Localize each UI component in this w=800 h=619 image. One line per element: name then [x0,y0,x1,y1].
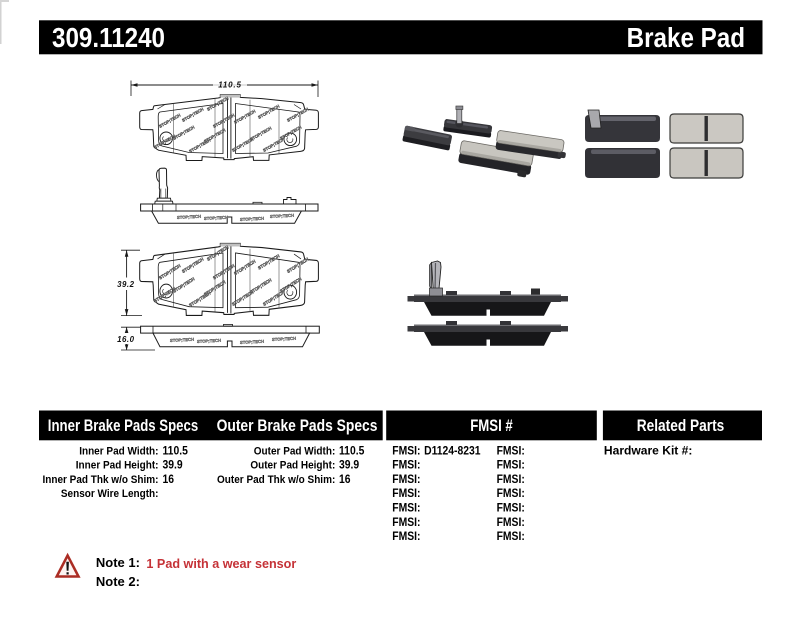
svg-text:FMSI:: FMSI: [497,488,525,501]
svg-text:STOP;TECH: STOP;TECH [204,215,228,221]
svg-text:Outer Pad Thk w/o Shim:: Outer Pad Thk w/o Shim: [217,473,335,486]
svg-text:STOP;TECH: STOP;TECH [177,214,201,220]
svg-text:FMSI #: FMSI # [470,417,513,436]
svg-text:STOP;TECH: STOP;TECH [272,336,296,342]
svg-text:STOP;TECH: STOP;TECH [240,216,264,222]
svg-text:110.5: 110.5 [339,445,364,458]
svg-text:39.2: 39.2 [117,280,134,289]
svg-text:STOP;TECH: STOP;TECH [240,339,264,345]
svg-text:Inner Pad Height:: Inner Pad Height: [76,459,159,472]
svg-text:Inner Pad Width:: Inner Pad Width: [79,445,158,458]
svg-text:FMSI:: FMSI: [497,473,525,486]
svg-text:FMSI:: FMSI: [392,445,420,458]
svg-text:FMSI:: FMSI: [497,459,525,472]
svg-text:Inner Pad Thk w/o Shim:: Inner Pad Thk w/o Shim: [42,473,158,486]
svg-text:STOP;TECH: STOP;TECH [197,338,221,344]
svg-text:FMSI:: FMSI: [392,488,420,501]
svg-text:D1124-8231: D1124-8231 [424,445,480,458]
svg-text:Note 1:: Note 1: [96,555,140,570]
svg-text:309.11240: 309.11240 [52,24,165,54]
svg-text:FMSI:: FMSI: [392,516,420,529]
svg-text:Outer Brake Pads Specs: Outer Brake Pads Specs [217,417,378,435]
svg-text:FMSI:: FMSI: [497,531,525,544]
svg-text:39.9: 39.9 [163,459,183,472]
svg-text:FMSI:: FMSI: [392,531,420,544]
svg-text:Related Parts: Related Parts [637,417,724,435]
svg-text:16.0: 16.0 [117,335,134,344]
svg-text:Outer Pad Width:: Outer Pad Width: [254,445,336,458]
svg-text:STOP;TECH: STOP;TECH [270,213,294,219]
svg-text:Hardware Kit #:: Hardware Kit #: [604,445,693,458]
svg-text:FMSI:: FMSI: [392,473,420,486]
svg-text:FMSI:: FMSI: [497,516,525,529]
svg-text:16: 16 [339,473,351,486]
svg-text:FMSI:: FMSI: [392,502,420,515]
svg-text:FMSI:: FMSI: [392,459,420,472]
svg-text:39.9: 39.9 [339,459,359,472]
svg-text:110.5: 110.5 [163,445,188,458]
svg-text:Note 2:: Note 2: [96,574,140,589]
svg-text:16: 16 [163,473,175,486]
svg-text:Inner Brake Pads Specs: Inner Brake Pads Specs [48,417,198,436]
svg-text:Brake Pad: Brake Pad [627,24,745,54]
svg-text:Outer Pad Height:: Outer Pad Height: [250,459,335,472]
svg-text:STOP;TECH: STOP;TECH [170,337,194,343]
svg-text:110.5: 110.5 [218,81,241,90]
svg-text:FMSI:: FMSI: [497,502,525,515]
svg-text:Sensor Wire Length:: Sensor Wire Length: [61,488,159,501]
svg-text:1 Pad with a wear sensor: 1 Pad with a wear sensor [146,556,296,571]
svg-text:FMSI:: FMSI: [497,445,525,458]
